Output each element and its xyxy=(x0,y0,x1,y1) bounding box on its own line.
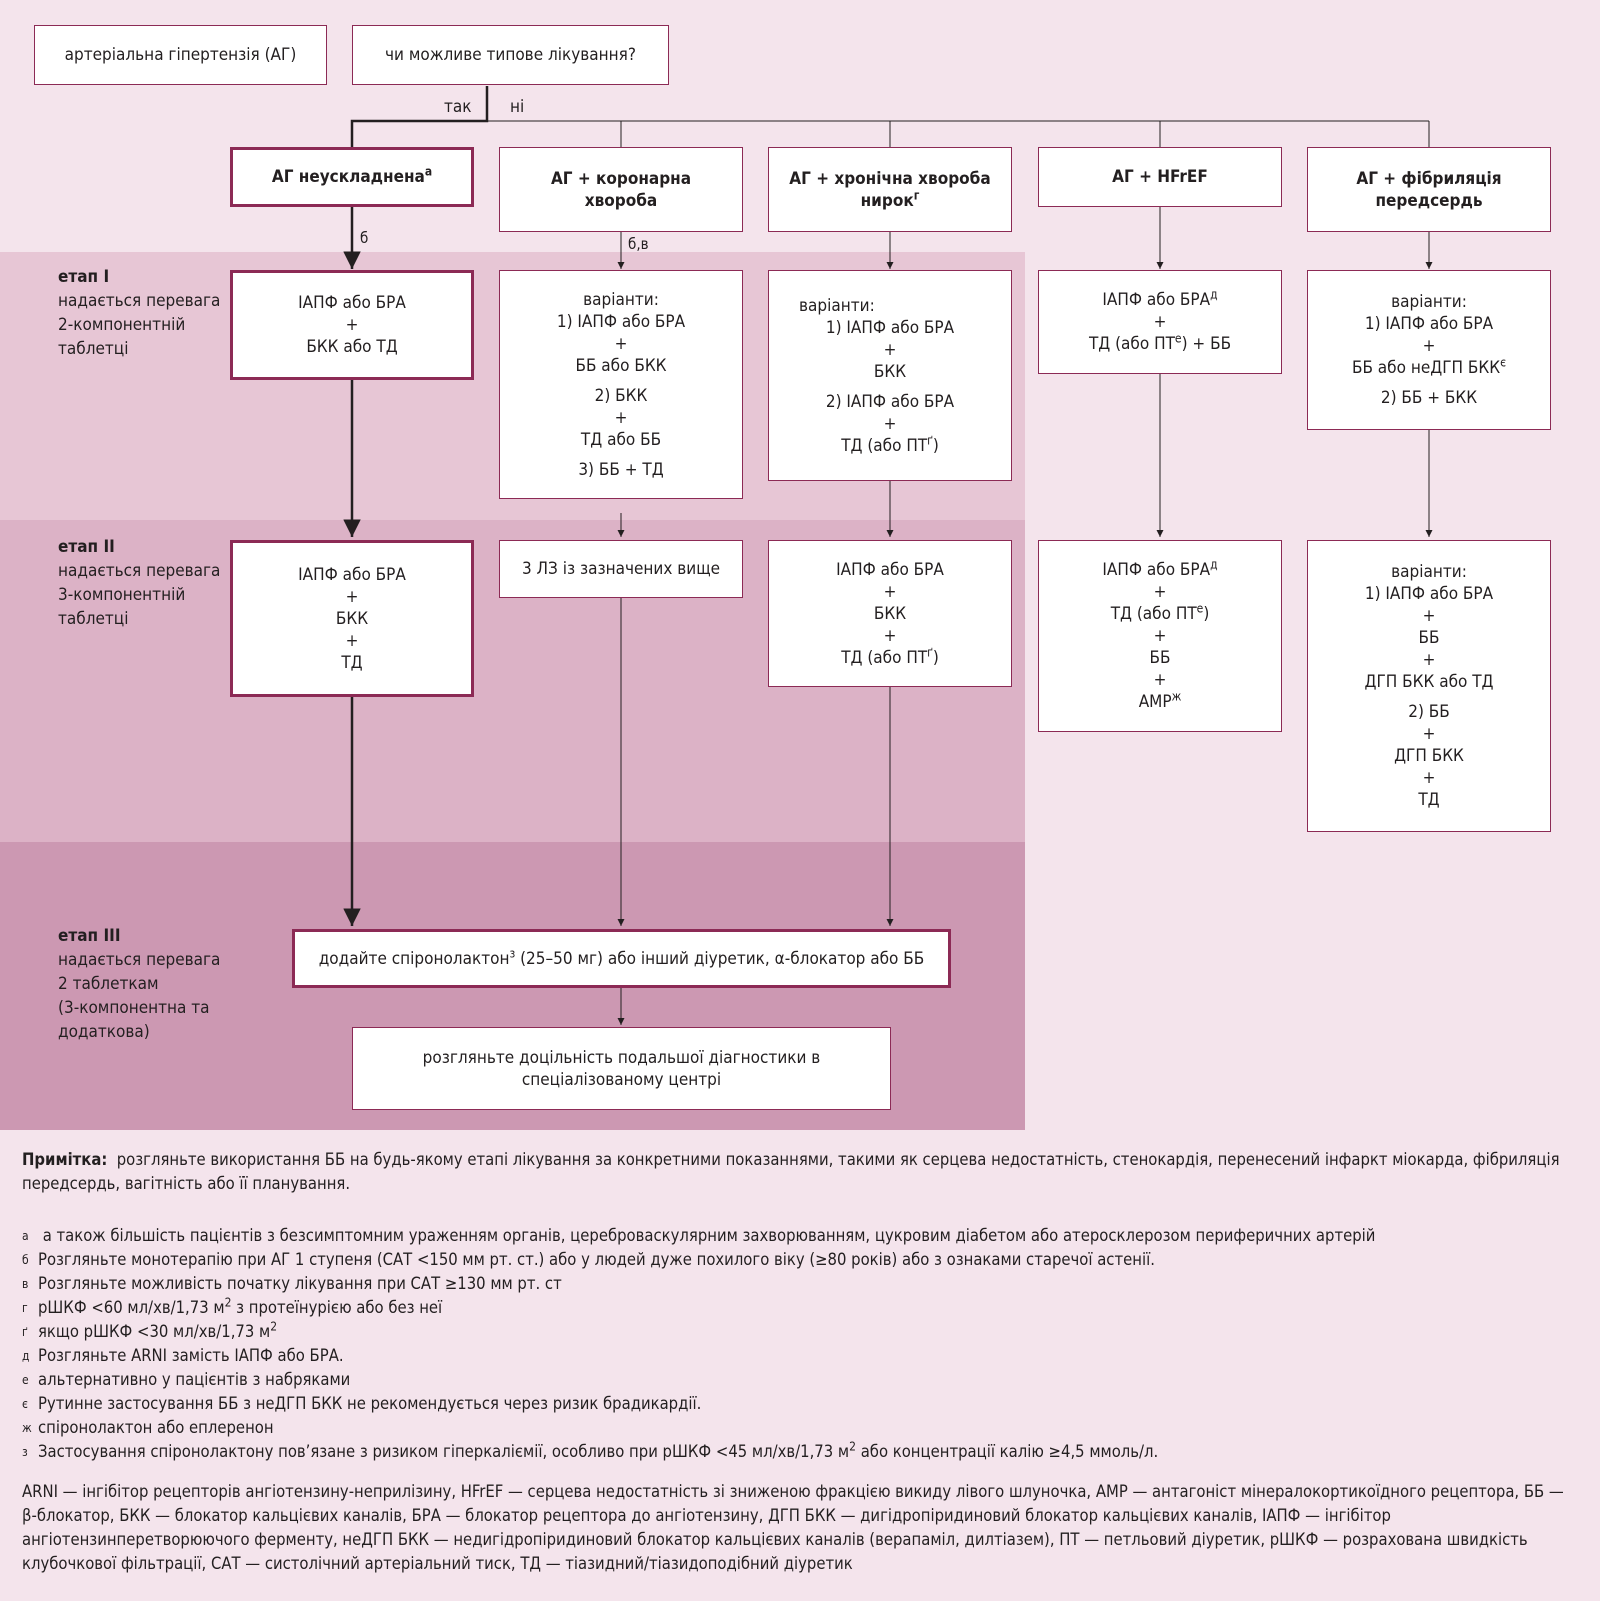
footnote-text: рШКФ <60 мл/хв/1,73 м xyxy=(38,1298,225,1317)
footnote-text: Розгляньте можливість початку лікування … xyxy=(38,1274,562,1293)
label-bv: б,в xyxy=(628,235,649,253)
stage2-af: варіанти:1) ІАПФ або БРА+ББ+ДГП БКК або … xyxy=(1307,540,1551,832)
footnote-marker: ґ xyxy=(22,1325,28,1339)
stage2-coronary: 3 ЛЗ із зазначених вище xyxy=(499,540,743,598)
stage2-uncomplicated: ІАПФ або БРА+БКК+ТД xyxy=(230,540,474,697)
footnote-text: Рутинне застосування ББ з неДГП БКК не р… xyxy=(38,1394,702,1413)
stage1-ckd: варіанти: 1) ІАПФ або БРА+БКК 2) ІАПФ аб… xyxy=(768,270,1012,481)
footnote-item: з Застосування спіронолактону пов’язане з… xyxy=(22,1440,1582,1464)
footnote-item: е альтернативно у пацієнтів з набряками xyxy=(22,1368,1582,1392)
label-no: ні xyxy=(510,97,525,117)
stage3-add-box: додайте спіронолактонз (25–50 мг) або ін… xyxy=(292,929,951,988)
footnote-marker: з xyxy=(22,1445,28,1459)
label-yes: так xyxy=(444,97,472,117)
footnote-marker: є xyxy=(22,1397,28,1411)
footnote-item: а а також більшість пацієнтів з безсимпт… xyxy=(22,1224,1582,1248)
footnote-marker: а xyxy=(22,1229,29,1243)
footnote-item: ґ якщо рШКФ <30 мл/хв/1,73 м2 xyxy=(22,1320,1582,1344)
footnote-sup: 2 xyxy=(849,1439,856,1454)
stage2-ckd: ІАПФ або БРА+БКК+ ТД (або ПТґ) xyxy=(768,540,1012,687)
stage1-af: варіанти:1) ІАПФ або БРА+ ББ або неДГП Б… xyxy=(1307,270,1551,430)
footnote-marker: г xyxy=(22,1301,28,1315)
footnote-text-tail: з протеїнурією або без неї xyxy=(231,1298,443,1317)
footnote-item: в Розгляньте можливість початку лікування… xyxy=(22,1272,1582,1296)
question-box: чи можливе типове лікування? xyxy=(352,25,669,85)
footnote-text-tail: або концентрації калію ≥4,5 ммоль/л. xyxy=(855,1442,1159,1461)
footnote-text: Розгляньте монотерапію при АГ 1 ступеня … xyxy=(38,1250,1155,1269)
footnote-marker: ж xyxy=(22,1421,32,1435)
footnote-item: г рШКФ <60 мл/хв/1,73 м2 з протеїнурією а… xyxy=(22,1296,1582,1320)
group-hfref: АГ + HFrEF xyxy=(1038,147,1282,207)
footnote-marker: б xyxy=(22,1253,29,1267)
stage2-hfref: ІАПФ або БРАд + ТД (або ПТе) +ББ+ АМРж xyxy=(1038,540,1282,732)
footnote-text: Застосування спіронолактону пов’язане з … xyxy=(38,1442,850,1461)
stage3-refer-box: розгляньте доцільність подальшої діагнос… xyxy=(352,1027,891,1110)
stage1-uncomplicated: ІАПФ або БРА+БКК або ТД xyxy=(230,270,474,380)
footnote-text: якщо рШКФ <30 мл/хв/1,73 м xyxy=(38,1322,271,1341)
footnote-item: ж спіронолактон або еплеренон xyxy=(22,1416,1582,1440)
abbreviations: ARNI — інгібітор рецепторів ангіотензину… xyxy=(22,1482,1564,1573)
footnote-marker: е xyxy=(22,1373,29,1387)
note-paragraph: Примітка: розгляньте використання ББ на … xyxy=(22,1150,1560,1193)
footnote-sup: 2 xyxy=(224,1295,232,1310)
footnote-sup: 2 xyxy=(270,1319,278,1334)
ag-box: артеріальна гіпертензія (АГ) xyxy=(34,25,327,85)
stage1-coronary: варіанти:1) ІАПФ або БРА+ББ або БКК 2) Б… xyxy=(499,270,743,499)
label-b: б xyxy=(360,229,369,247)
footnote-item: б Розгляньте монотерапію при АГ 1 ступеня… xyxy=(22,1248,1582,1272)
footnote-text: а також більшість пацієнтів з безсимптом… xyxy=(38,1226,1376,1245)
footnote-marker: д xyxy=(22,1349,30,1363)
footnote-text: альтернативно у пацієнтів з набряками xyxy=(38,1370,351,1389)
footnote-text: спіронолактон або еплеренон xyxy=(38,1418,274,1437)
footnotes: а а також більшість пацієнтів з безсимпт… xyxy=(22,1224,1582,1464)
stage1-hfref: ІАПФ або БРАд + ТД (або ПТе) + ББ xyxy=(1038,270,1282,374)
footnote-item: є Рутинне застосування ББ з неДГП БКК не … xyxy=(22,1392,1582,1416)
group-uncomplicated: АГ неускладненаа xyxy=(230,147,474,207)
footnote-item: д Розгляньте ARNI замість ІАПФ або БРА. xyxy=(22,1344,1582,1368)
footnote-marker: в xyxy=(22,1277,29,1291)
footnote-text: Розгляньте ARNI замість ІАПФ або БРА. xyxy=(38,1346,344,1365)
